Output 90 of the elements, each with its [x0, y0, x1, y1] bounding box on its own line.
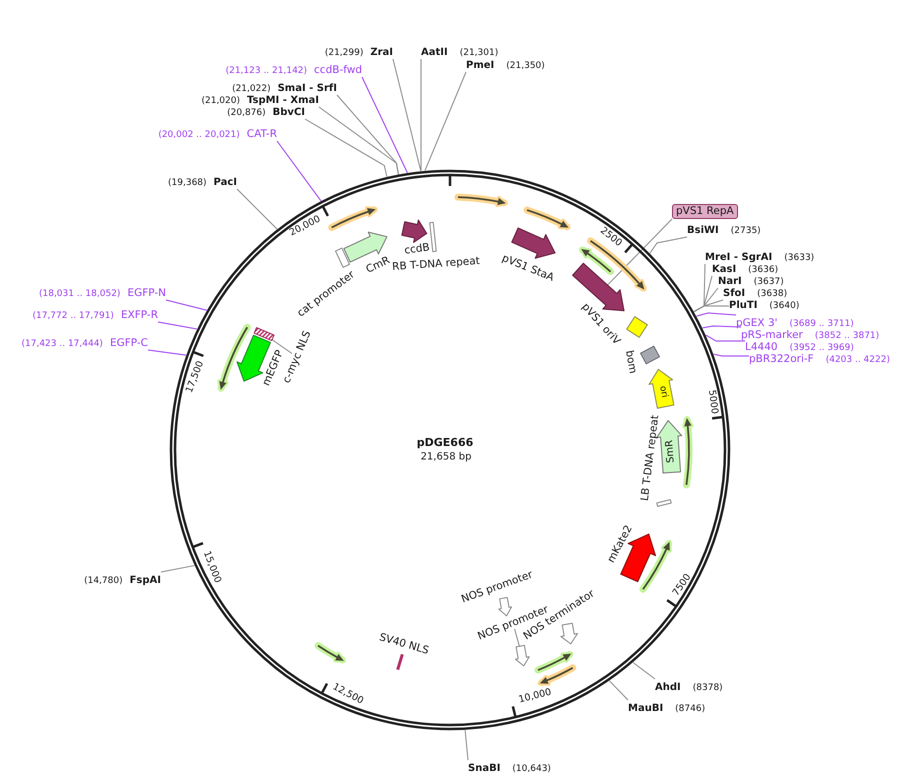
primer-label: pBR322ori-F (4203 .. 4222)	[749, 351, 890, 366]
leader-line	[696, 312, 736, 317]
orf-arc	[534, 651, 574, 674]
primer-label: pRS-marker (3852 .. 3871)	[741, 327, 880, 342]
feature-label: ori	[657, 385, 668, 399]
leader-line	[236, 188, 278, 230]
leader-line	[608, 680, 628, 700]
leader-line	[158, 322, 198, 330]
orf-arc	[314, 642, 346, 664]
primer-label: (17,772 .. 17,791) EXFP-R	[32, 307, 158, 322]
leader-line	[420, 58, 422, 172]
feature-box	[640, 346, 660, 364]
restriction-site-label: SfoI (3638)	[723, 285, 788, 300]
leader-line	[705, 334, 746, 342]
restriction-site-label: PluTI (3640)	[729, 297, 800, 312]
leader-line	[693, 264, 706, 312]
plasmid-length: 21,658 bp	[420, 452, 472, 462]
feature-box	[626, 316, 648, 338]
feature-label: SmR	[664, 439, 676, 463]
leader-line	[694, 300, 724, 312]
leader-line	[336, 94, 400, 175]
leader-line	[160, 565, 195, 572]
primer-label: (21,123 .. 21,142) ccdB-fwd	[226, 62, 362, 77]
feature-bar	[429, 222, 437, 252]
restriction-site-label: NarI (3637)	[718, 273, 784, 288]
leader-line	[514, 628, 520, 647]
leader-line	[694, 306, 730, 312]
restriction-site-label: KasI (3636)	[712, 261, 778, 276]
restriction-site-label: PmeI (21,350)	[466, 57, 545, 72]
sequence-feature	[514, 644, 530, 666]
feature-label: ccdB	[404, 241, 430, 257]
leader-line	[713, 354, 750, 356]
orf-arc	[682, 416, 694, 488]
leader-line	[424, 72, 466, 172]
feature-label: LB T-DNA repeat	[638, 414, 662, 502]
feature-label: bom	[623, 349, 639, 375]
tick-label: 5000	[706, 389, 720, 415]
orf-arc	[217, 324, 251, 392]
primer-label: L4440 (3952 .. 3969)	[745, 339, 854, 354]
sequence-feature	[560, 622, 578, 644]
sequence-feature	[646, 367, 678, 409]
restriction-site-label: MreI - SgrAI (3633)	[705, 249, 814, 264]
primer-label: (20,002 .. 20,021) CAT-R	[158, 126, 277, 141]
feature-bar	[396, 654, 404, 670]
leader-line	[392, 58, 422, 172]
restriction-site-label: (21,299) ZraI	[324, 44, 393, 59]
leader-line	[362, 76, 408, 174]
feature-box	[254, 327, 275, 342]
restriction-site-label: (14,780) FspAI	[84, 572, 161, 587]
restriction-site-label: AhdI (8378)	[655, 679, 723, 694]
leader-line	[632, 662, 656, 680]
leader-line	[272, 339, 292, 354]
tick-label: 10,000	[518, 686, 552, 706]
feature-box	[335, 248, 350, 268]
feature-label: c-myc NLS	[280, 329, 314, 385]
restriction-site-label: (20,876) BbvCI	[227, 104, 305, 119]
restriction-site-label: MauBI (8746)	[628, 700, 706, 715]
orf-arc	[454, 194, 508, 208]
restriction-site-label: (21,020) TspMI - XmaI	[201, 92, 319, 107]
orf-arc	[524, 206, 571, 230]
leader-line	[166, 300, 208, 311]
leader-line	[304, 118, 388, 178]
leader-line	[318, 106, 399, 175]
orf-arc	[579, 246, 614, 276]
leader-line	[702, 326, 742, 328]
primer-label: (17,423 .. 17,444) EGFP-C	[22, 335, 148, 350]
feature-tag: pVS1 RepA	[672, 204, 738, 219]
feature-label: SV40 NLS	[378, 631, 430, 657]
primer-label: pGEX 3' (3689 .. 3711)	[736, 315, 854, 330]
leader-line	[694, 288, 718, 312]
leader-line	[148, 350, 187, 356]
leader-line	[649, 236, 688, 254]
leader-line	[464, 730, 468, 760]
leader-line	[607, 218, 672, 286]
feature-label: pVS1 StaA	[500, 252, 556, 284]
feature-label: CmR	[364, 254, 392, 276]
leader-line	[276, 140, 322, 202]
restriction-site-label: BsiWI (2735)	[687, 222, 761, 237]
restriction-site-label: SnaBI (10,643)	[468, 760, 551, 775]
orf-arc	[328, 206, 378, 231]
feature-label: RB T-DNA repeat	[392, 254, 480, 274]
restriction-site-label: AatII (21,301)	[421, 44, 498, 59]
orf-arc	[640, 540, 672, 593]
restriction-site-label: (19,368) PacI	[168, 174, 237, 189]
primer-label: (18,031 .. 18,052) EGFP-N	[38, 285, 166, 300]
feature-bar	[656, 499, 672, 507]
orf-arc	[538, 664, 576, 686]
restriction-site-label: (21,022) SmaI - SrfI	[232, 80, 337, 95]
sequence-feature	[401, 219, 428, 243]
plasmid-name: pDGE666	[416, 436, 474, 450]
